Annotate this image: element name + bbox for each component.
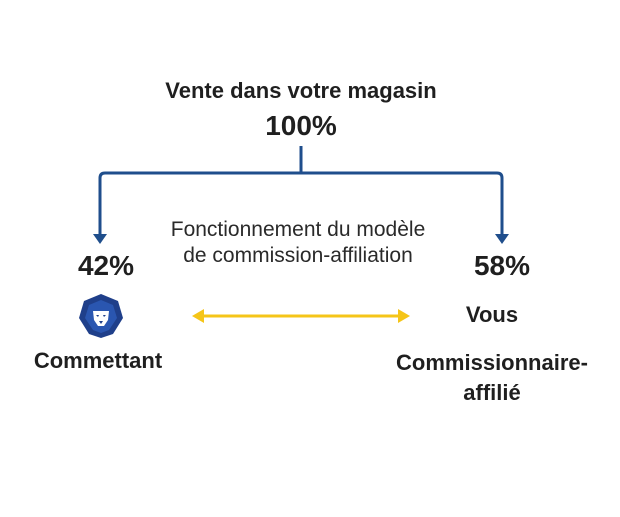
lion-head-icon bbox=[79, 294, 123, 338]
right-arrowhead bbox=[495, 234, 509, 244]
top-percent: 100% bbox=[265, 110, 337, 141]
split-line bbox=[98, 171, 504, 240]
double-arrow-right-head bbox=[398, 309, 410, 323]
left-arrowhead bbox=[93, 234, 107, 244]
model-description: Fonctionnement du modèle de commission-a… bbox=[170, 218, 426, 267]
left-role-label: Commettant bbox=[33, 348, 163, 373]
right-role-label: Commissionnaire-affilié bbox=[396, 350, 588, 405]
you-label: Vous bbox=[465, 302, 519, 327]
right-percent: 58% bbox=[473, 250, 531, 281]
left-percent: 42% bbox=[77, 250, 135, 281]
top-title: Vente dans votre magasin bbox=[165, 78, 437, 103]
double-arrow-left-head bbox=[192, 309, 204, 323]
